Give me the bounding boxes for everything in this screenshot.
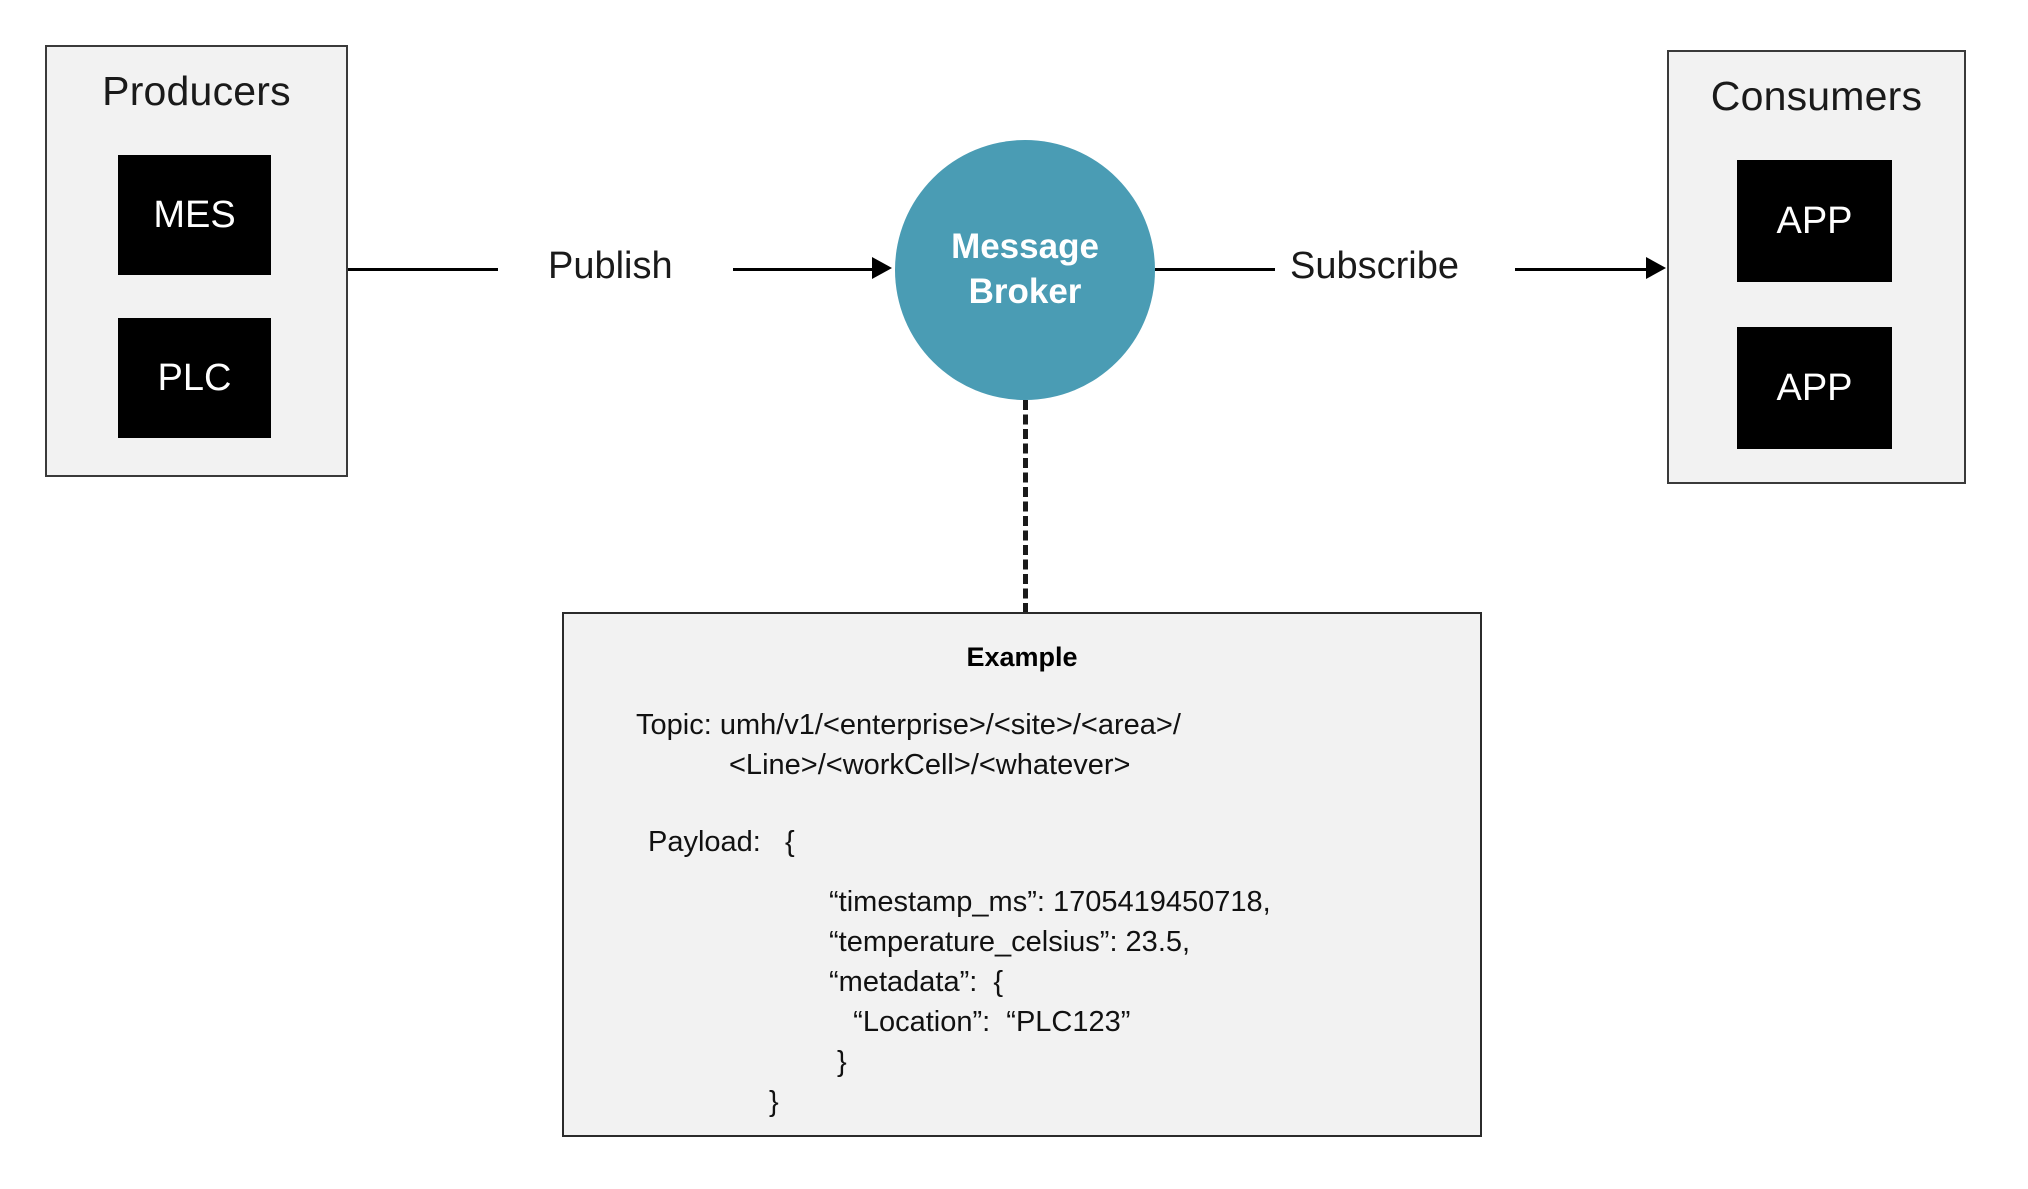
example-panel-title: Example bbox=[966, 642, 1078, 672]
message-broker-label-line1: Message bbox=[951, 227, 1099, 267]
example-payload-line-2: “metadata”: { bbox=[829, 966, 1004, 998]
consumers-title: Consumers bbox=[1710, 73, 1923, 119]
example-topic-line-1: Topic: umh/v1/<enterprise>/<site>/<area>… bbox=[636, 709, 1181, 741]
publish-arrow-head bbox=[872, 257, 892, 279]
subscribe-edge-segment-left bbox=[1155, 268, 1275, 271]
example-payload-close: } bbox=[769, 1086, 779, 1118]
example-payload-line-3: “Location”: “PLC123” bbox=[829, 1006, 1131, 1038]
producer-node-plc-label: PLC bbox=[157, 356, 232, 399]
subscribe-label: Subscribe bbox=[1290, 245, 1459, 287]
example-payload-line-4: } bbox=[829, 1046, 847, 1078]
example-payload-line-0: “timestamp_ms”: 1705419450718, bbox=[829, 886, 1271, 918]
message-broker-node[interactable]: Message Broker bbox=[895, 140, 1155, 400]
consumer-node-app-2[interactable]: APP bbox=[1737, 327, 1892, 449]
producer-node-plc[interactable]: PLC bbox=[118, 318, 271, 438]
example-panel[interactable]: Example Topic: umh/v1/<enterprise>/<site… bbox=[562, 612, 1482, 1137]
producer-node-mes[interactable]: MES bbox=[118, 155, 271, 275]
broker-example-dashed-connector bbox=[1023, 400, 1028, 613]
publish-edge-segment-right bbox=[733, 268, 873, 271]
consumer-node-app-1-label: APP bbox=[1776, 199, 1853, 242]
publish-edge-segment-left bbox=[348, 268, 498, 271]
consumer-node-app-1[interactable]: APP bbox=[1737, 160, 1892, 282]
producer-node-mes-label: MES bbox=[153, 193, 236, 236]
consumer-node-app-2-label: APP bbox=[1776, 366, 1853, 409]
example-topic-line-2: <Line>/<workCell>/<whatever> bbox=[729, 749, 1131, 781]
message-broker-label-line2: Broker bbox=[968, 272, 1082, 311]
producers-title: Producers bbox=[102, 68, 291, 114]
publish-label: Publish bbox=[548, 245, 673, 287]
example-payload-line-1: “temperature_celsius”: 23.5, bbox=[829, 926, 1191, 958]
subscribe-arrow-head bbox=[1646, 257, 1666, 279]
subscribe-edge-segment-right bbox=[1515, 268, 1647, 271]
example-payload-open: Payload: { bbox=[648, 826, 795, 858]
